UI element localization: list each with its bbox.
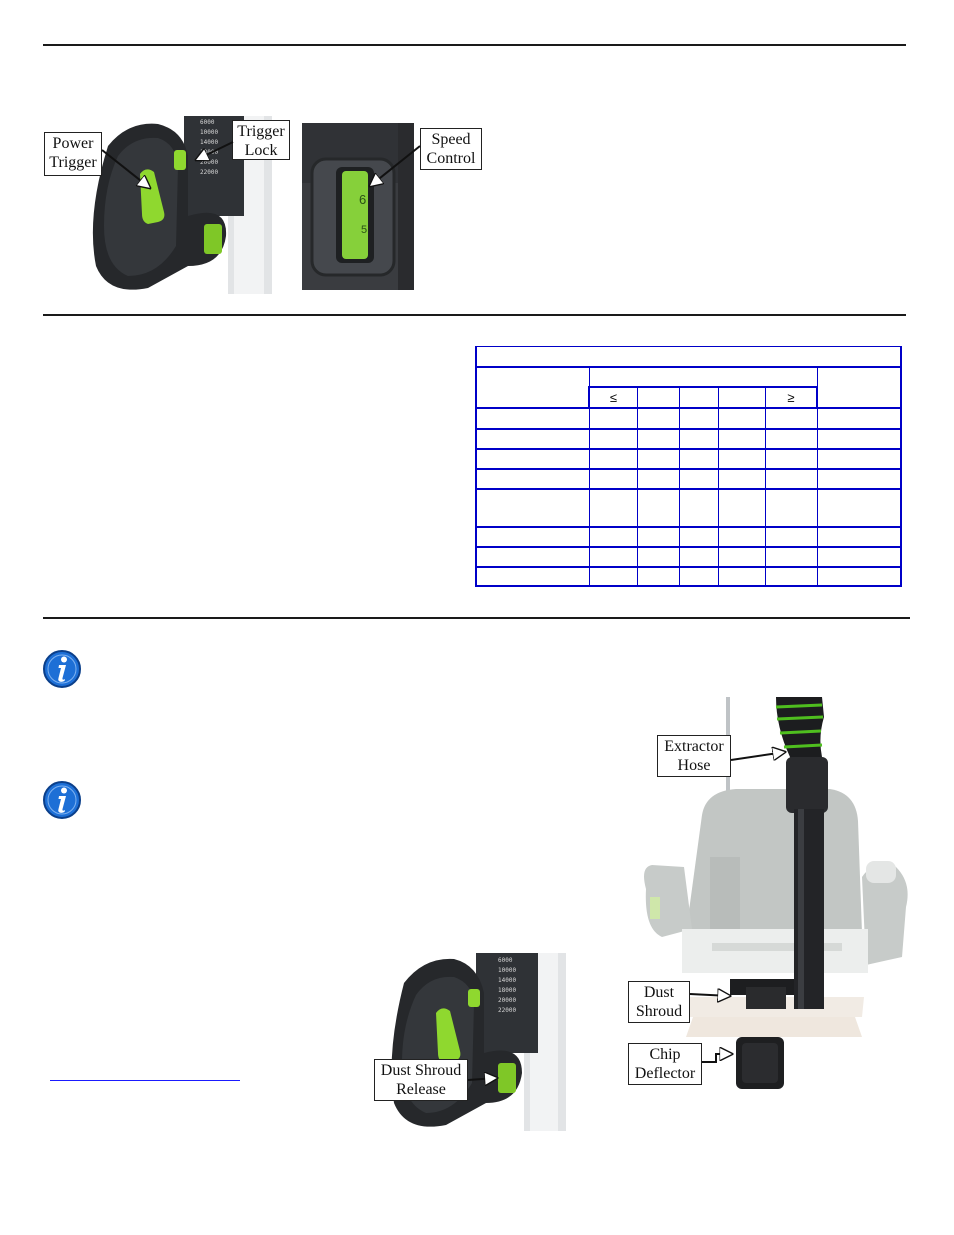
scale-number: 22000: [498, 1007, 517, 1014]
dial-number-5: 5: [361, 224, 368, 236]
section-rule-3: [43, 617, 910, 619]
section-rule-2: [43, 314, 906, 316]
scale-number: 10000: [498, 967, 517, 974]
dust-shroud-release-callout: Dust Shroud Release: [374, 1059, 468, 1101]
table-row: [475, 546, 902, 568]
info-icon: [43, 781, 81, 819]
table-subheader-cell: [679, 386, 719, 409]
table-row: [475, 448, 902, 470]
speed-control-callout: Speed Control: [420, 128, 482, 170]
trigger-lock-callout: Trigger Lock: [232, 120, 290, 160]
speed-control-photo: [302, 123, 414, 290]
info-icon: [43, 650, 81, 688]
speed-table: ≤ ≥: [475, 346, 902, 587]
power-trigger-callout: Power Trigger: [44, 132, 102, 176]
table-row: [475, 407, 902, 430]
table-row: [475, 526, 902, 548]
table-title-row: [475, 346, 902, 368]
speed-scale-2: 6000 10000 14000 18000 20000 22000: [498, 956, 538, 1016]
scale-number: 20000: [200, 159, 219, 166]
link-underline[interactable]: [50, 1080, 240, 1081]
router-extraction-photo: [626, 697, 910, 1097]
scale-number: 20000: [498, 997, 517, 1004]
scale-number: 6000: [200, 119, 215, 126]
dust-shroud-callout: Dust Shroud: [628, 981, 690, 1023]
table-subheader-cell: ≤: [588, 386, 638, 409]
scale-number: 10000: [200, 129, 219, 136]
scale-number: 18000: [498, 987, 517, 994]
extractor-hose-callout: Extractor Hose: [657, 735, 731, 777]
table-subheader-row: ≤ ≥: [476, 386, 901, 409]
scale-number: 6000: [498, 957, 513, 964]
table-row: [475, 468, 902, 490]
section-rule-1: [43, 44, 906, 46]
table-header-row: [475, 366, 902, 409]
table-subheader-cell: ≥: [765, 386, 818, 409]
dust-shroud-release-photo: [390, 953, 566, 1131]
dial-number-6: 6: [359, 192, 367, 207]
chip-deflector-callout: Chip Deflector: [628, 1043, 702, 1085]
table-row: [475, 488, 902, 528]
table-subheader-cell: [718, 386, 766, 409]
table-row: [475, 428, 902, 450]
table-row: [475, 566, 902, 587]
table-subheader-cell: [637, 386, 680, 409]
scale-number: 22000: [200, 169, 219, 176]
scale-number: 14000: [498, 977, 517, 984]
